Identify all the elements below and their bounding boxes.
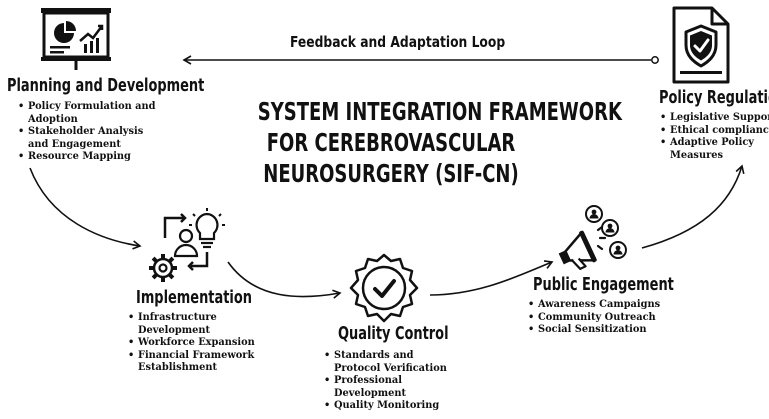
list-item: Ethical compliance [660, 125, 769, 138]
quality-badge-check-icon [346, 252, 422, 333]
planning-title: Planning and Development [7, 76, 205, 96]
implementation-list: Infrastructure Development Workforce Exp… [128, 312, 258, 375]
arrow-quality-to-public [429, 260, 554, 296]
list-item: Adaptive Policy Measures [660, 137, 769, 162]
arrow-implementation-to-quality [227, 261, 342, 299]
document-shield-icon [670, 4, 734, 91]
implementation-title: Implementation [136, 288, 252, 308]
presentation-chart-icon [38, 6, 114, 77]
policy-title: Policy Regulation [659, 88, 769, 108]
list-item: Resource Mapping [18, 151, 158, 164]
public-list: Awareness Campaigns Community Outreach S… [528, 299, 668, 337]
list-item: Legislative Support [660, 112, 769, 125]
list-item: Awareness Campaigns [528, 299, 668, 312]
feedback-loop-label: Feedback and Adaptation Loop [290, 33, 506, 51]
list-item: Infrastructure Development [128, 312, 258, 337]
quality-list: Standards and Protocol Verification Prof… [324, 350, 454, 413]
quality-title: Quality Control [338, 324, 449, 344]
gear-person-lightbulb-icon [145, 208, 227, 293]
list-item: Financial Framework Establishment [128, 350, 258, 375]
policy-list: Legislative Support Ethical compliance A… [660, 112, 769, 162]
diagram-title: SYSTEM INTEGRATION FRAMEWORK FOR CEREBRO… [206, 96, 622, 189]
title-line-2: FOR CEREBROVASCULAR [266, 128, 516, 157]
arrow-public-to-policy [641, 164, 745, 249]
list-item: Stakeholder Analysis and Engagement [18, 126, 158, 151]
list-item: Quality Monitoring [324, 400, 454, 413]
list-item: Social Sensitization [528, 324, 668, 337]
list-item: Workforce Expansion [128, 337, 258, 350]
title-line-3: NEUROSURGERY (SIF-CN) [263, 159, 519, 188]
megaphone-people-icon [556, 204, 636, 281]
arrow-planning-to-implementation [29, 167, 142, 250]
planning-list: Policy Formulation and Adoption Stakehol… [18, 101, 158, 164]
public-title: Public Engagement [533, 275, 674, 295]
feedback-loop-line [182, 55, 659, 65]
list-item: Community Outreach [528, 312, 668, 325]
title-line-1: SYSTEM INTEGRATION FRAMEWORK [257, 97, 622, 126]
list-item: Policy Formulation and Adoption [18, 101, 158, 126]
list-item: Professional Development [324, 375, 454, 400]
list-item: Standards and Protocol Verification [324, 350, 454, 375]
